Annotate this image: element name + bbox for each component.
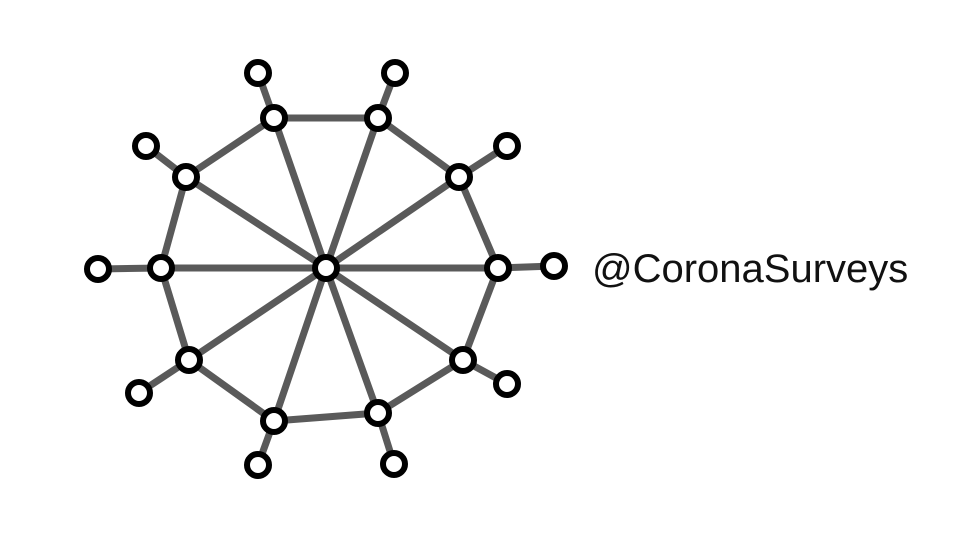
- ring-node: [147, 254, 175, 282]
- ring-node: [445, 163, 473, 191]
- spoke-edge: [322, 173, 463, 272]
- spike-node: [493, 132, 521, 160]
- spike-node: [380, 450, 408, 478]
- hub-node: [312, 254, 340, 282]
- ring-node: [172, 163, 200, 191]
- spoke-edge: [322, 114, 382, 272]
- spoke-edge: [182, 173, 330, 272]
- spoke-edge: [270, 114, 330, 272]
- ring-edge: [374, 356, 467, 417]
- social-handle: @CoronaSurveys: [592, 247, 909, 291]
- ring-edge: [270, 409, 382, 425]
- ring-edge: [182, 114, 278, 181]
- ring-edge: [185, 356, 278, 425]
- ring-edge: [459, 264, 502, 364]
- ring-node: [260, 104, 288, 132]
- ring-edge: [157, 264, 193, 364]
- spike-node: [381, 59, 409, 87]
- spike-node: [540, 252, 568, 280]
- ring-node: [260, 407, 288, 435]
- ring-node: [449, 346, 477, 374]
- ring-node: [364, 104, 392, 132]
- spike-node: [244, 451, 272, 479]
- spike-node: [84, 255, 112, 283]
- spike-node: [493, 370, 521, 398]
- ring-edge: [374, 114, 463, 181]
- spoke-edge: [322, 264, 467, 364]
- ring-edge: [455, 173, 502, 272]
- spike-node: [244, 59, 272, 87]
- ring-node: [364, 399, 392, 427]
- network-nodes: [84, 59, 568, 479]
- ring-node: [484, 254, 512, 282]
- ring-edge: [157, 173, 190, 272]
- spike-node: [132, 132, 160, 160]
- spoke-edge: [185, 264, 330, 364]
- ring-node: [175, 346, 203, 374]
- spoke-edge: [270, 264, 330, 425]
- spike-node: [125, 379, 153, 407]
- spoke-edge: [322, 264, 382, 417]
